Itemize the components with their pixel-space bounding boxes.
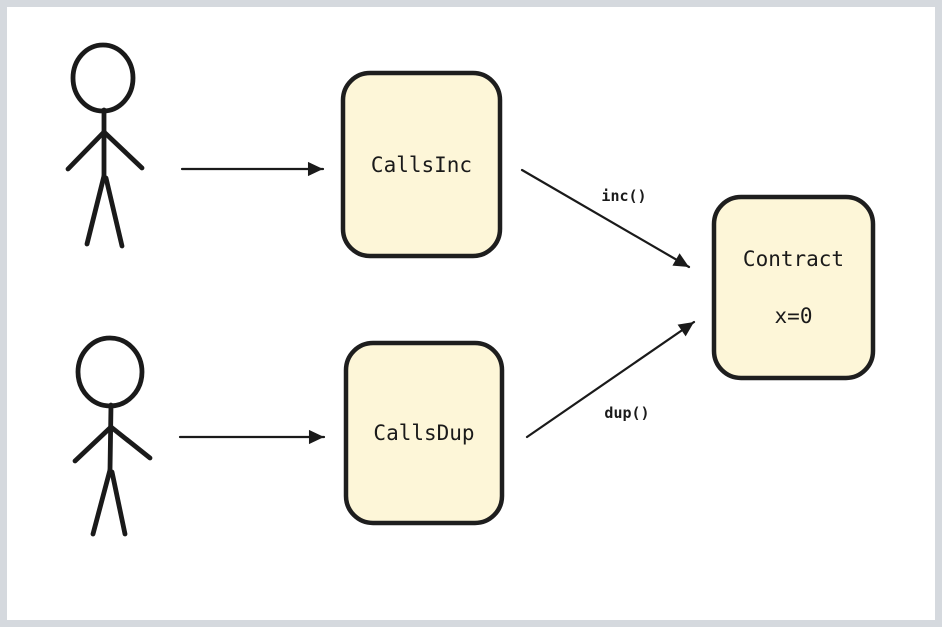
node-callsinc-box [340, 70, 503, 259]
stick-figure-user-bottom [72, 335, 153, 537]
stick-figure-user-top [65, 42, 145, 249]
node-contract-box [711, 194, 876, 381]
arrow-callsdup-to-contract [525, 320, 696, 439]
node-callsdup-box [343, 340, 505, 526]
arrow-callsinc-to-contract [520, 168, 691, 269]
